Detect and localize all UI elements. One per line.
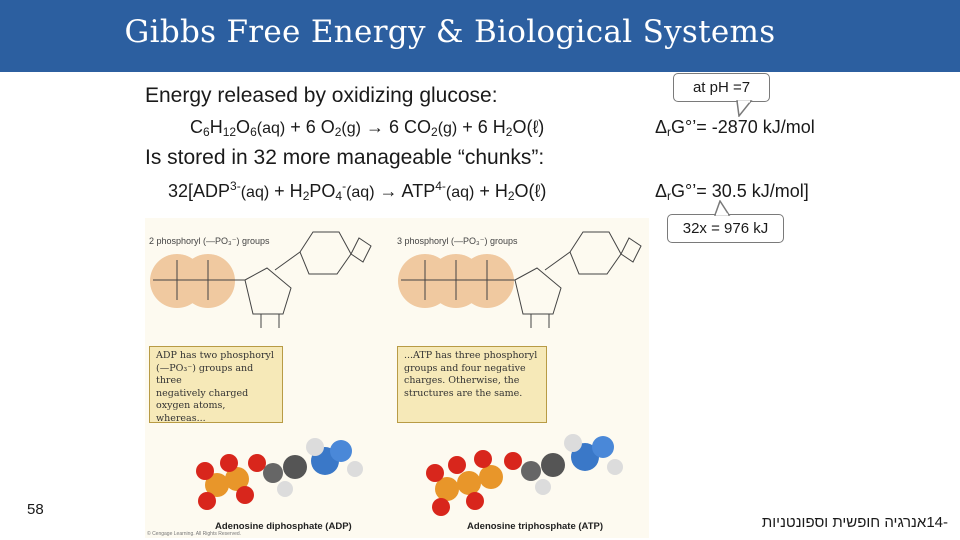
space-filling-models: [196, 434, 623, 516]
atp-space-filling-model: [426, 434, 623, 516]
adp-phosphate-highlight: [150, 254, 235, 308]
copyright-note: © Cengage Learning. All Rights Reserved.: [147, 531, 242, 537]
lecture-number: -14: [926, 514, 948, 531]
adp-structure: [153, 231, 372, 328]
delta-g-atp: ΔrG°’= 30.5 kJ/mol]: [655, 181, 809, 203]
total-callout-pointer: [713, 200, 731, 216]
adp-caption: Adenosine diphosphate (ADP): [215, 521, 352, 532]
adp-panel-heading: 2 phosphoryl (—PO₃⁻) groups: [149, 236, 270, 246]
total-energy-callout: 32x = 976 kJ: [667, 214, 784, 243]
course-title: אנרגיה חופשית וספונטניות: [761, 514, 927, 531]
delta-g-oxidation: ΔrG°’= -2870 kJ/mol: [655, 117, 815, 139]
atp-caption: Adenosine triphosphate (ATP): [467, 521, 603, 532]
energy-line: Energy released by oxidizing glucose:: [145, 84, 498, 107]
structural-formulas: [150, 231, 642, 328]
adp-info-box: ADP has two phosphoryl(—PO₃⁻) groups and…: [149, 346, 283, 424]
course-footer: -14אנרגיה חופשית וספונטניות: [762, 514, 948, 531]
slide-title: Gibbs Free Energy & Biological Systems: [124, 14, 776, 50]
atp-structure: [401, 231, 642, 328]
stored-line: Is stored in 32 more manageable “chunks”…: [145, 146, 545, 169]
title-bar: Gibbs Free Energy & Biological Systems: [0, 0, 960, 72]
ph-callout-pointer: [736, 100, 753, 117]
glucose-oxidation-equation: C6H12O6(aq) + 6 O2(g) → 6 CO2(g) + 6 H2O…: [190, 117, 545, 139]
atp-panel-heading: 3 phosphoryl (—PO₃⁻) groups: [397, 236, 518, 246]
adp-atp-figure: 2 phosphoryl (—PO₃⁻) groups 3 phosphoryl…: [145, 218, 649, 538]
adp-space-filling-model: [196, 438, 363, 510]
ph-callout: at pH =7: [673, 73, 770, 102]
atp-synthesis-equation: 32[ADP3-(aq) + H2PO4-(aq) → ATP4-(aq) + …: [168, 179, 547, 203]
page-number: 58: [27, 501, 44, 518]
